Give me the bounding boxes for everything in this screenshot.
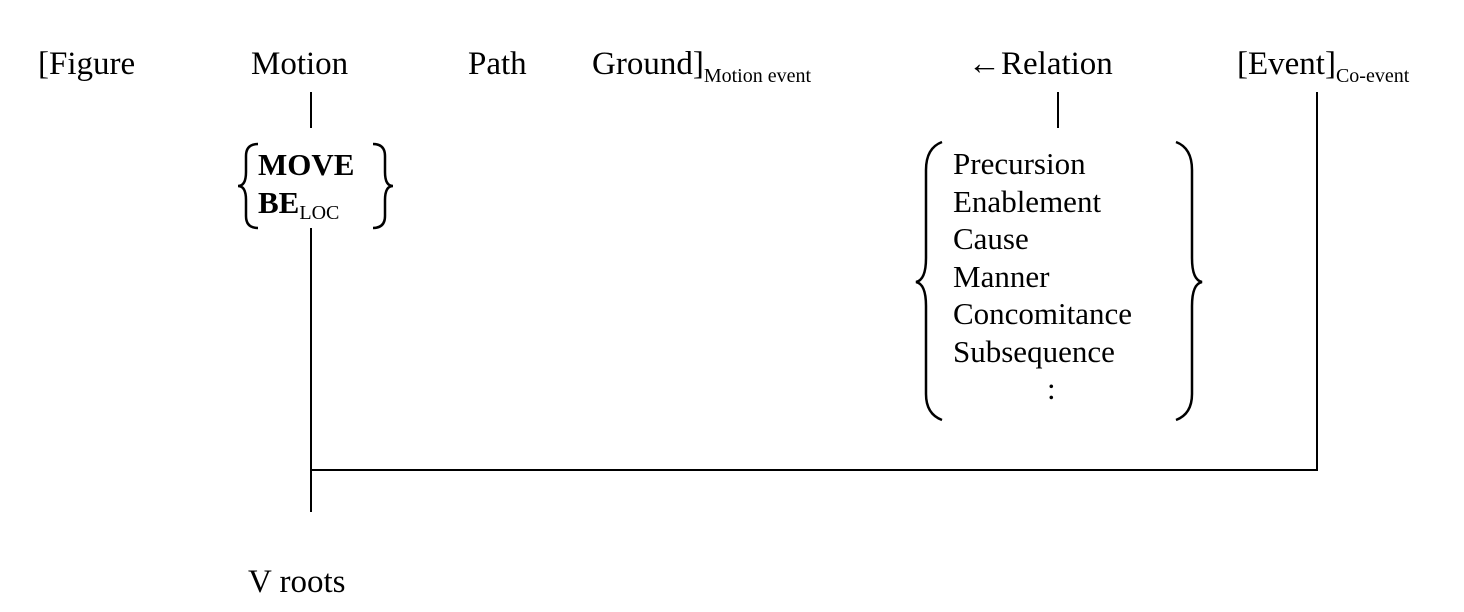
figure-label: [Figure	[38, 46, 136, 82]
relation-item-cause: Cause	[953, 221, 1029, 256]
relation-list: Precursion Enablement Cause Manner Conco…	[953, 145, 1132, 408]
relation-item-subsequence: Subsequence	[953, 333, 1115, 369]
path-label: Path	[468, 46, 527, 82]
be-option: BELOC	[258, 184, 354, 226]
event-text: [Event]	[1237, 46, 1336, 82]
relation-item-precursion: Precursion	[953, 146, 1086, 181]
move-option: MOVE	[258, 147, 355, 182]
motion-label: Motion	[251, 46, 349, 82]
relation-brace-right	[1175, 140, 1203, 422]
be-subscript: LOC	[299, 202, 340, 224]
motion-options: MOVE BELOC	[258, 146, 354, 226]
ground-subscript: Motion event	[703, 65, 812, 87]
event-label: [Event]Co-event	[1237, 46, 1409, 87]
relation-item-enablement: Enablement	[953, 183, 1102, 219]
event-subscript: Co-event	[1335, 65, 1410, 87]
ground-label: Ground]Motion event	[592, 46, 811, 87]
v-roots-label: V roots	[248, 564, 346, 600]
relation-label: ←Relation	[968, 46, 1113, 82]
relation-brace-left	[915, 140, 943, 422]
relation-item-manner: Manner	[953, 258, 1050, 294]
motion-brace-right	[372, 142, 394, 230]
be-text: BE	[258, 185, 300, 220]
relation-item-concomitance: Concomitance	[953, 296, 1133, 331]
motion-brace-left	[237, 142, 259, 230]
ground-text: Ground]	[592, 46, 704, 82]
relation-item-ellipsis: :	[1047, 371, 1056, 406]
